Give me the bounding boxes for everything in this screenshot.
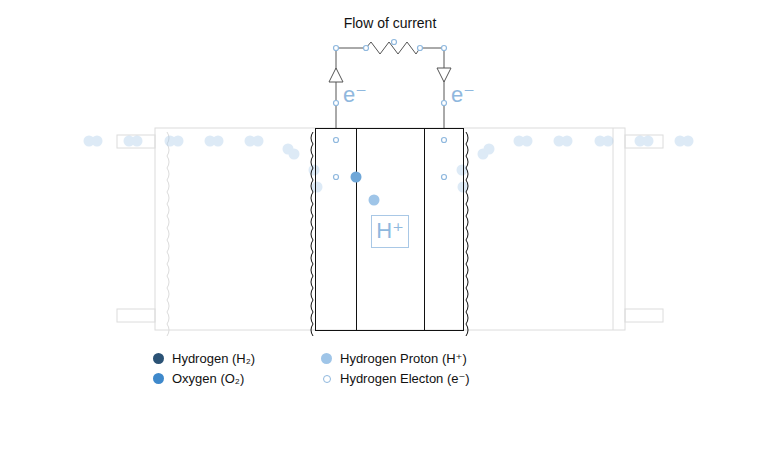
electron-label: e⁻ — [451, 84, 475, 106]
faint-electrode — [167, 132, 169, 336]
gas-molecules — [309, 165, 320, 176]
legend-swatch — [323, 375, 331, 383]
outer-housing — [625, 309, 663, 322]
electron — [442, 101, 447, 106]
faint-electrode — [167, 132, 169, 336]
gas-molecules — [457, 165, 468, 176]
outer-housing — [625, 135, 663, 148]
proton-label: H⁺ — [376, 220, 404, 242]
wire-node — [334, 40, 447, 51]
current-arrow — [329, 68, 343, 82]
wire-node — [418, 46, 423, 51]
outer-housing — [155, 128, 625, 330]
legend-entry: Hydrogen Electon (e⁻) — [321, 371, 470, 386]
legend-label: Oxygen (O₂) — [172, 371, 244, 386]
legend-swatch — [153, 373, 164, 384]
legend-swatch — [321, 353, 332, 364]
wire-node — [364, 46, 369, 51]
current-arrow — [329, 68, 451, 82]
legend-label: Hydrogen (H₂) — [172, 351, 255, 366]
moving-particle — [351, 172, 362, 183]
circuit-wire — [420, 48, 444, 128]
electron — [334, 138, 339, 143]
diagram-title: Flow of current — [344, 15, 437, 31]
fuel-cell-body — [316, 128, 464, 331]
electron — [334, 175, 339, 180]
legend-entry: Hydrogen Proton (H⁺) — [321, 351, 467, 366]
electrode — [311, 132, 468, 336]
electrode — [311, 132, 313, 336]
wire-node — [392, 40, 397, 45]
gas-molecules — [213, 136, 224, 147]
circuit-wire — [336, 48, 366, 128]
electron-label: e⁻ — [343, 84, 367, 106]
moving-particle — [369, 195, 380, 206]
gas-molecules — [312, 182, 323, 193]
gas-molecules — [173, 136, 184, 147]
circuit-wire — [336, 42, 444, 128]
electrode — [466, 132, 468, 336]
fuel-cell-body — [316, 129, 464, 331]
gas-molecules — [603, 136, 614, 147]
legend-swatch — [153, 353, 164, 364]
gas-molecules — [84, 136, 694, 193]
electron — [334, 101, 339, 106]
gas-molecules — [289, 149, 300, 160]
wire-node — [334, 46, 339, 51]
gas-molecules — [132, 136, 143, 147]
gas-molecules — [484, 144, 495, 155]
gas-molecules — [522, 136, 533, 147]
fuel-cell-body — [424, 128, 425, 331]
current-arrow — [437, 68, 451, 82]
fuel-cell-body — [356, 128, 357, 331]
wire-node — [442, 46, 447, 51]
electron — [334, 101, 447, 180]
outer-housing — [117, 309, 155, 322]
legend-label: Hydrogen Proton (H⁺) — [340, 351, 467, 366]
moving-particle — [351, 172, 380, 206]
legend-label: Hydrogen Electon (e⁻) — [340, 371, 470, 386]
legend-entry: Oxygen (O₂) — [153, 371, 244, 386]
gas-molecules — [683, 136, 694, 147]
outer-housing — [613, 128, 614, 330]
outer-housing — [117, 135, 155, 148]
electron — [442, 175, 447, 180]
gas-molecules — [562, 136, 573, 147]
legend-entry: Hydrogen (H₂) — [153, 351, 255, 366]
gas-molecules — [643, 136, 654, 147]
proton-box: H⁺ — [371, 215, 409, 248]
gas-molecules — [92, 136, 103, 147]
gas-molecules — [253, 136, 264, 147]
electron — [442, 138, 447, 143]
outer-housing — [117, 128, 663, 330]
